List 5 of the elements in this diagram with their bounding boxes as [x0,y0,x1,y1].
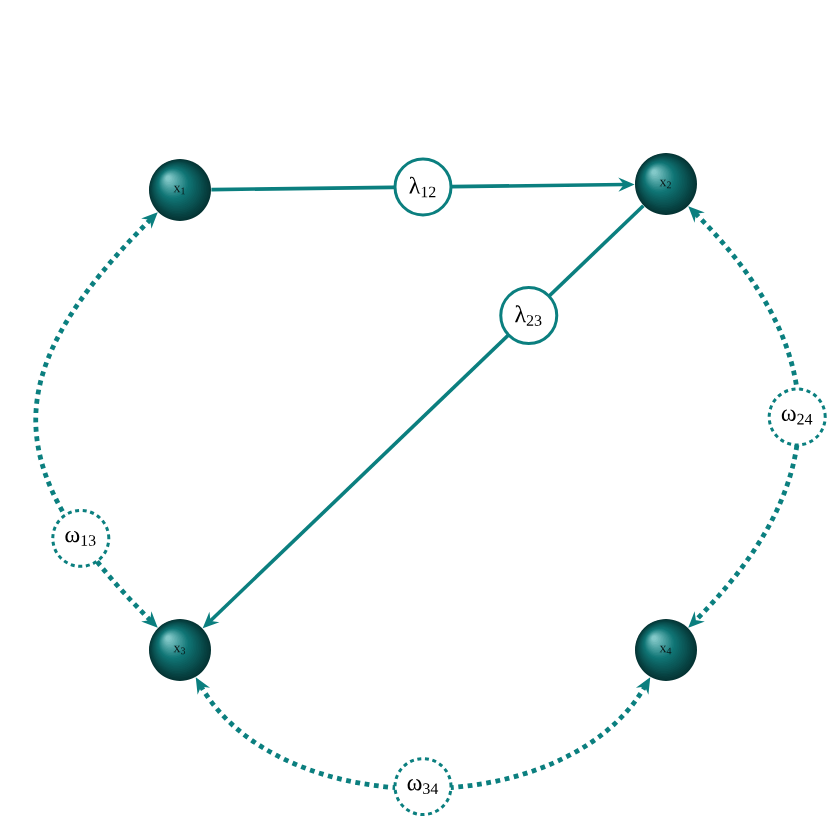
edge-label: ω$_{34}$ [393,757,453,817]
edge-label: ω$_{13}$ [51,508,111,568]
edge-label: λ$_{12}$ [393,157,453,217]
edge-label: λ$_{23}$ [499,286,559,346]
edge-label: ω$_{24}$ [767,387,827,447]
